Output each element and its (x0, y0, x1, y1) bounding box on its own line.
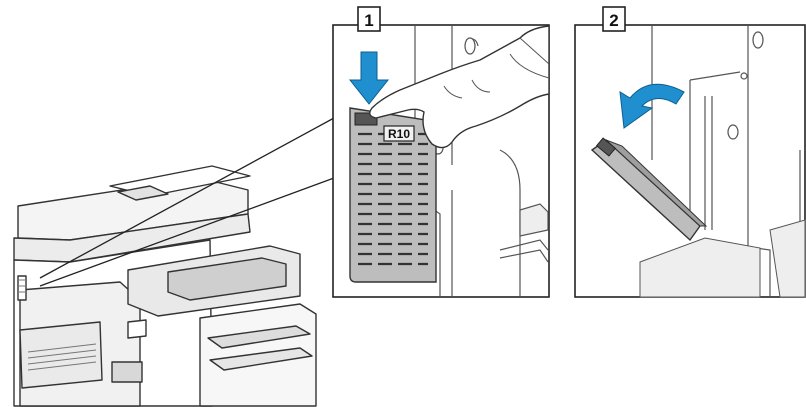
door-label: R10 (388, 127, 410, 141)
step-1-panel: R10 1 (333, 7, 549, 297)
step-2-number: 2 (609, 11, 618, 30)
printer-illustration (14, 166, 316, 406)
step-1-number: 1 (364, 11, 373, 30)
step-2-panel: 2 (575, 7, 805, 297)
